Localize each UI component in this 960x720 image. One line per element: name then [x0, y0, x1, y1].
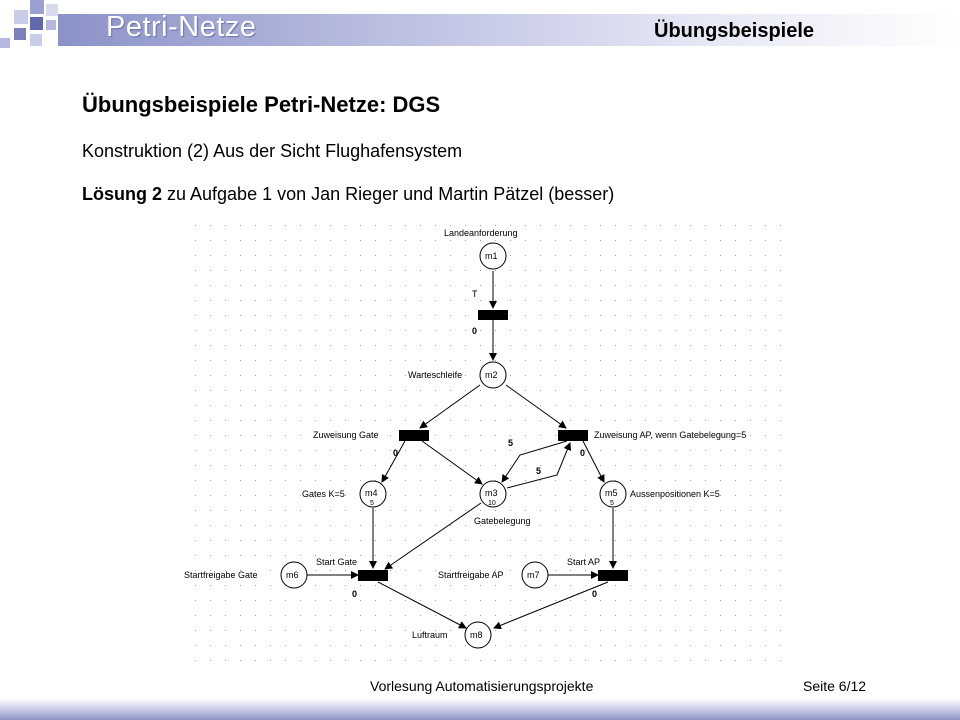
arc-tstartap-m8 [493, 581, 609, 630]
arc-m3-tap [506, 442, 572, 489]
place-m3-tokens: 10 [488, 500, 496, 507]
transition-start-gate-label: Start Gate [316, 557, 357, 567]
solution-text: zu Aufgabe 1 von Jan Rieger und Martin P… [162, 184, 615, 204]
arc-tap-m5 [582, 440, 605, 483]
header-title: Petri-Netze [106, 11, 257, 43]
place-m4 [359, 480, 387, 508]
transition-start-gate [358, 570, 388, 581]
place-m1-label: Landeanforderung [444, 228, 518, 238]
place-m1 [479, 242, 507, 270]
place-m4-tokens: 5 [370, 500, 374, 507]
arc-m2-tap [505, 384, 567, 429]
arc-tgate-m3 [421, 440, 483, 485]
header-bar [58, 14, 960, 46]
solution-label: Lösung 2 [82, 184, 162, 204]
transition-t [478, 310, 508, 320]
arc-weight-tap-m3: 5 [508, 438, 513, 448]
arc-m2-tgate [419, 384, 481, 429]
arc-tstartgate-m8 [377, 581, 467, 629]
transition-t-delay: 0 [472, 326, 477, 336]
transition-zuweisung-ap [558, 430, 588, 441]
place-m5-id: m5 [605, 488, 618, 498]
place-m2 [479, 361, 507, 389]
place-m5 [599, 480, 627, 508]
place-m7-id: m7 [527, 570, 540, 580]
transition-start-ap-delay: 0 [592, 589, 597, 599]
place-m4-label: Gates K=5 [302, 489, 345, 499]
header-decoration [0, 0, 60, 60]
transition-t-label: T [472, 289, 478, 299]
transition-start-ap [598, 570, 628, 581]
transition-zuweisung-ap-label: Zuweisung AP, wenn Gatebelegung=5 [594, 430, 746, 440]
diagram-grid [190, 222, 785, 662]
footer-page-number: Seite 6/12 [803, 678, 867, 694]
place-m5-label: Aussenpositionen K=5 [630, 489, 720, 499]
transition-zuweisung-gate-delay: 0 [393, 448, 398, 458]
place-m5-tokens: 5 [610, 500, 614, 507]
solution-line: Lösung 2 zu Aufgabe 1 von Jan Rieger und… [82, 184, 614, 205]
footer-bar [0, 698, 960, 720]
page-heading: Übungsbeispiele Petri-Netze: DGS [82, 92, 441, 117]
place-m3-label: Gatebelegung [474, 516, 531, 526]
arc-tgate-m4 [381, 440, 406, 483]
arc-tap-m3 [501, 440, 568, 483]
place-m8 [464, 621, 492, 649]
place-m1-id: m1 [485, 251, 498, 261]
place-m2-id: m2 [485, 370, 498, 380]
arcs [307, 271, 617, 630]
place-m6 [280, 561, 308, 589]
transition-zuweisung-ap-delay: 0 [580, 448, 585, 458]
place-m3 [479, 480, 507, 508]
place-m4-id: m4 [365, 488, 378, 498]
place-m2-label: Warteschleife [408, 370, 462, 380]
place-m3-id: m3 [485, 488, 498, 498]
footer-course: Vorlesung Automatisierungsprojekte [370, 678, 594, 694]
transition-zuweisung-gate [399, 430, 429, 441]
transition-zuweisung-gate-label: Zuweisung Gate [313, 430, 379, 440]
arc-weight-m3-tap: 5 [536, 466, 541, 476]
place-m6-id: m6 [286, 570, 299, 580]
place-m7-label: Startfreigabe AP [438, 570, 504, 580]
place-m7 [521, 561, 549, 589]
transition-start-ap-label: Start AP [567, 557, 600, 567]
place-m8-label: Luftraum [412, 630, 448, 640]
place-m8-id: m8 [470, 630, 483, 640]
transition-start-gate-delay: 0 [352, 589, 357, 599]
construction-line: Konstruktion (2) Aus der Sicht Flughafen… [82, 141, 463, 161]
header-subtitle: Übungsbeispiele [654, 20, 815, 42]
arc-m3-tstartgate [384, 502, 482, 570]
place-m6-label: Startfreigabe Gate [184, 570, 258, 580]
